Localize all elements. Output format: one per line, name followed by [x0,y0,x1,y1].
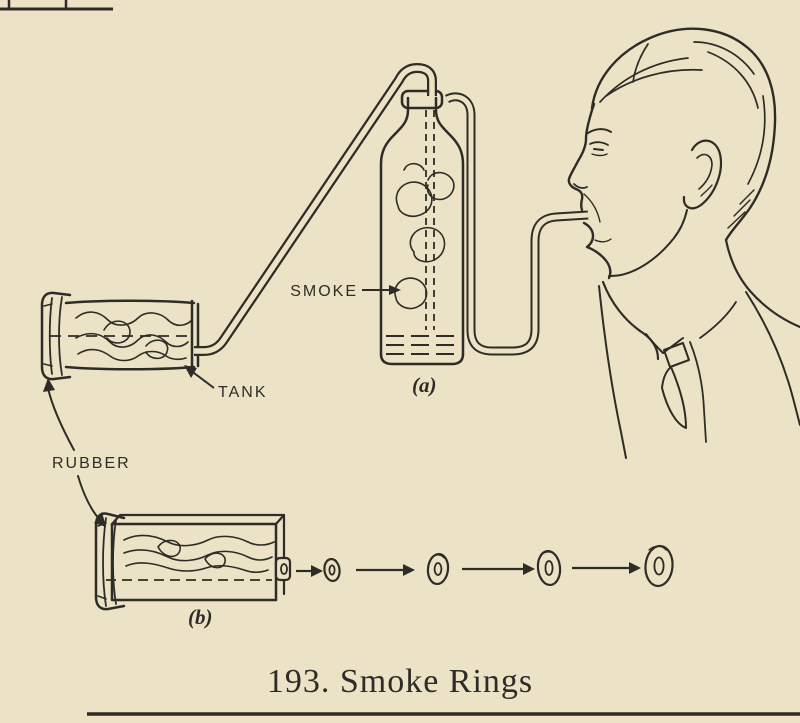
mouthpiece-tube [444,92,589,356]
smoke-label-group: SMOKE [290,283,401,300]
figure-caption: 193. Smoke Rings [267,663,533,700]
face-profile-upper [567,102,596,212]
collar-tie-detail [645,301,737,443]
nostril-line [573,183,588,189]
tank-label-group: TANK [184,365,267,401]
coat-back-line [745,291,800,426]
ring-arrow-icon-4 [629,562,641,574]
rubber-arrow-up-icon [43,378,55,392]
chest-line [598,285,627,459]
smoke-rings-sequence [296,544,674,588]
bottle-stopper [400,89,444,110]
smoke-bottle-drawing [379,89,465,366]
bottle-inner-tube-dashed [425,110,435,330]
chin-crease [594,238,612,243]
label-part-b: (b) [188,605,213,629]
ring-arrow-icon-2 [403,564,415,576]
man-profile-drawing [567,27,800,459]
hair-strokes [599,41,766,229]
bottle-liquid-lines [386,335,458,355]
smoke-box-drawing [94,512,292,611]
rubber-label: RUBBER [52,455,131,472]
rubber-arrow-down-line [77,475,101,521]
page-border-top [0,0,113,11]
ring-arrow-icon-1 [311,565,323,577]
head-hair-outline [590,27,777,242]
smoke-tank-drawing [40,291,200,381]
rubber-label-group: RUBBER [43,378,131,527]
tank-label: TANK [218,384,267,401]
cheek-line [583,193,601,223]
box-rubber-membrane [94,512,126,611]
smoke-ring-1 [323,557,341,583]
bottle-smoke-curls [394,162,455,310]
ring-arrow-icon-3 [523,563,535,575]
smoke-arrow-icon [389,285,401,295]
smoke-ring-3 [536,549,562,587]
box-smoke-hole [274,556,292,582]
delivery-tube [194,63,437,356]
box-smoke-curls [123,534,275,574]
tank-rubber-membrane [40,291,72,381]
label-part-a: (a) [412,373,437,397]
rubber-arrow-up-line [47,387,75,451]
smoke-label: SMOKE [290,283,358,300]
eye-brow-detail [587,128,612,157]
neck-shoulder-line [724,238,800,329]
smoke-ring-4 [644,544,674,588]
face-profile-lower [582,221,612,280]
tank-arrow-icon [184,365,197,378]
ear-detail [682,139,723,210]
smoke-ring-2 [426,552,450,586]
throat-line [601,280,660,361]
jaw-line [608,209,688,278]
tank-smoke-curls [75,311,193,362]
